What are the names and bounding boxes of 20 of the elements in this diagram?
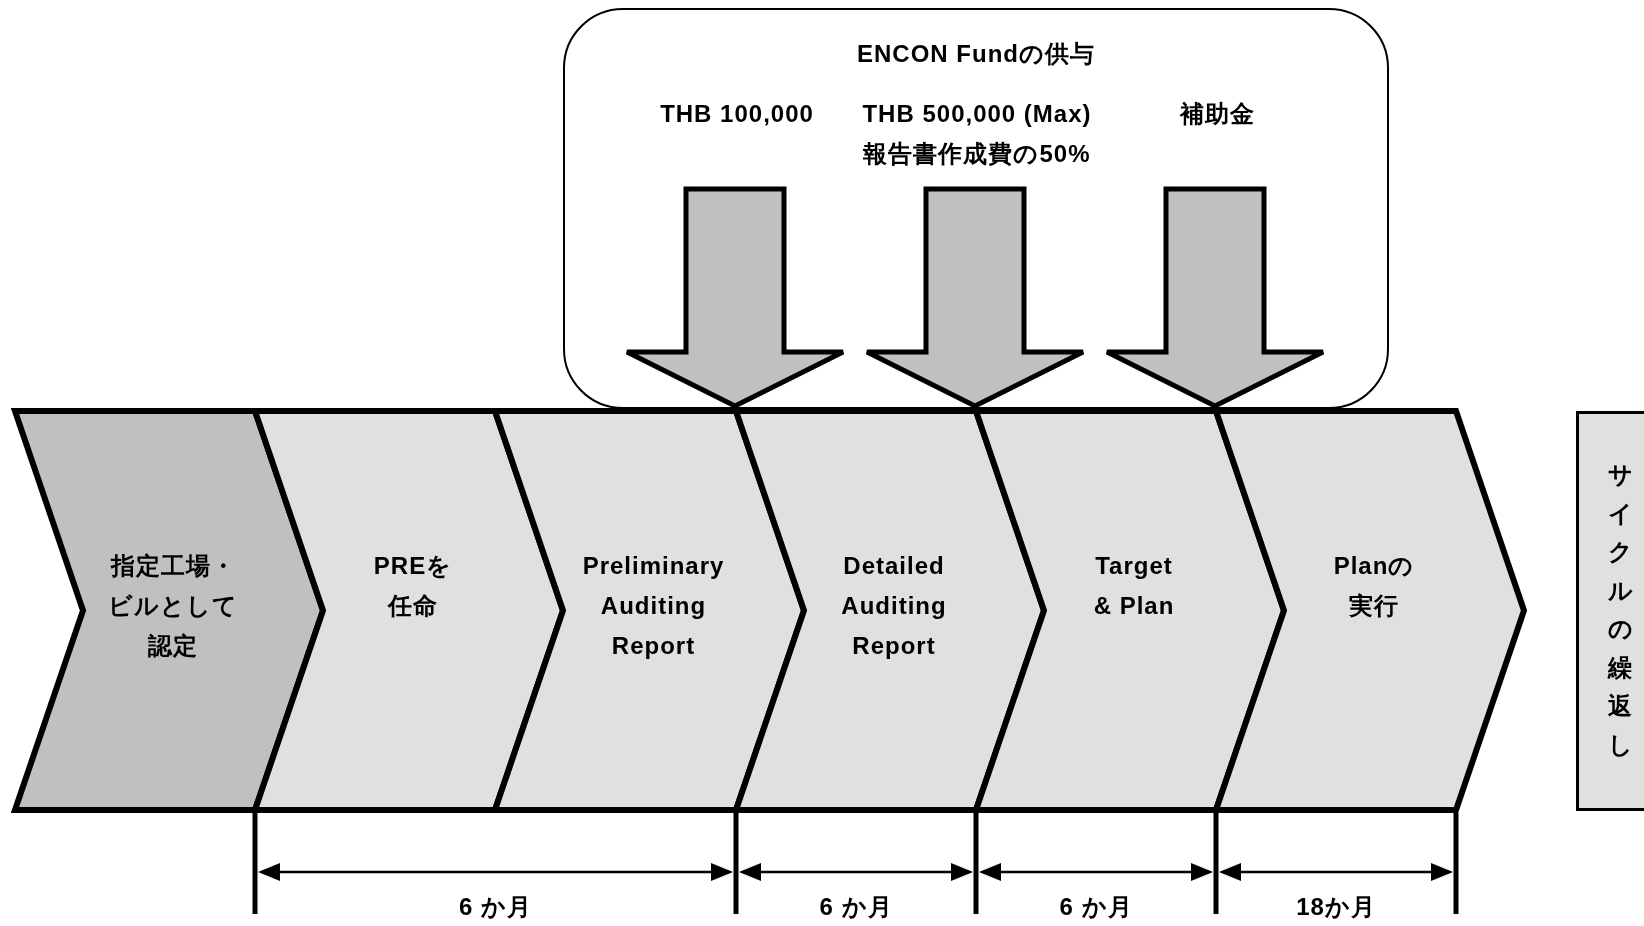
amount-label: THB 100,000: [659, 99, 815, 129]
amount-label: 報告書作成費の50%: [862, 139, 1092, 169]
duration-label: 6 か月: [1058, 892, 1134, 922]
step-label: Preliminary Auditing Report: [581, 551, 726, 661]
vertical-label: サイクルの繰返し: [1607, 460, 1633, 760]
side-box: [1576, 411, 1644, 811]
block-arrow: [624, 186, 846, 409]
step-label: Detailed Auditing Report: [840, 551, 948, 661]
step-label: Planの実行: [1332, 551, 1416, 621]
duration-label: 6 か月: [458, 892, 533, 922]
duration-label: 18か月: [1295, 892, 1377, 922]
step-label: Target & Plan: [1092, 551, 1176, 621]
step-label: 指定工場・ビルとして認定: [107, 551, 239, 661]
duration-label: 6 か月: [818, 892, 894, 922]
amount-label: THB 500,000 (Max): [861, 99, 1093, 129]
block-arrow: [864, 186, 1086, 409]
panel-title: ENCON Fundの供与: [856, 39, 1096, 69]
step-label: PREを任命: [372, 551, 454, 621]
block-arrow: [1104, 186, 1326, 409]
amount-label: 補助金: [1178, 99, 1256, 129]
